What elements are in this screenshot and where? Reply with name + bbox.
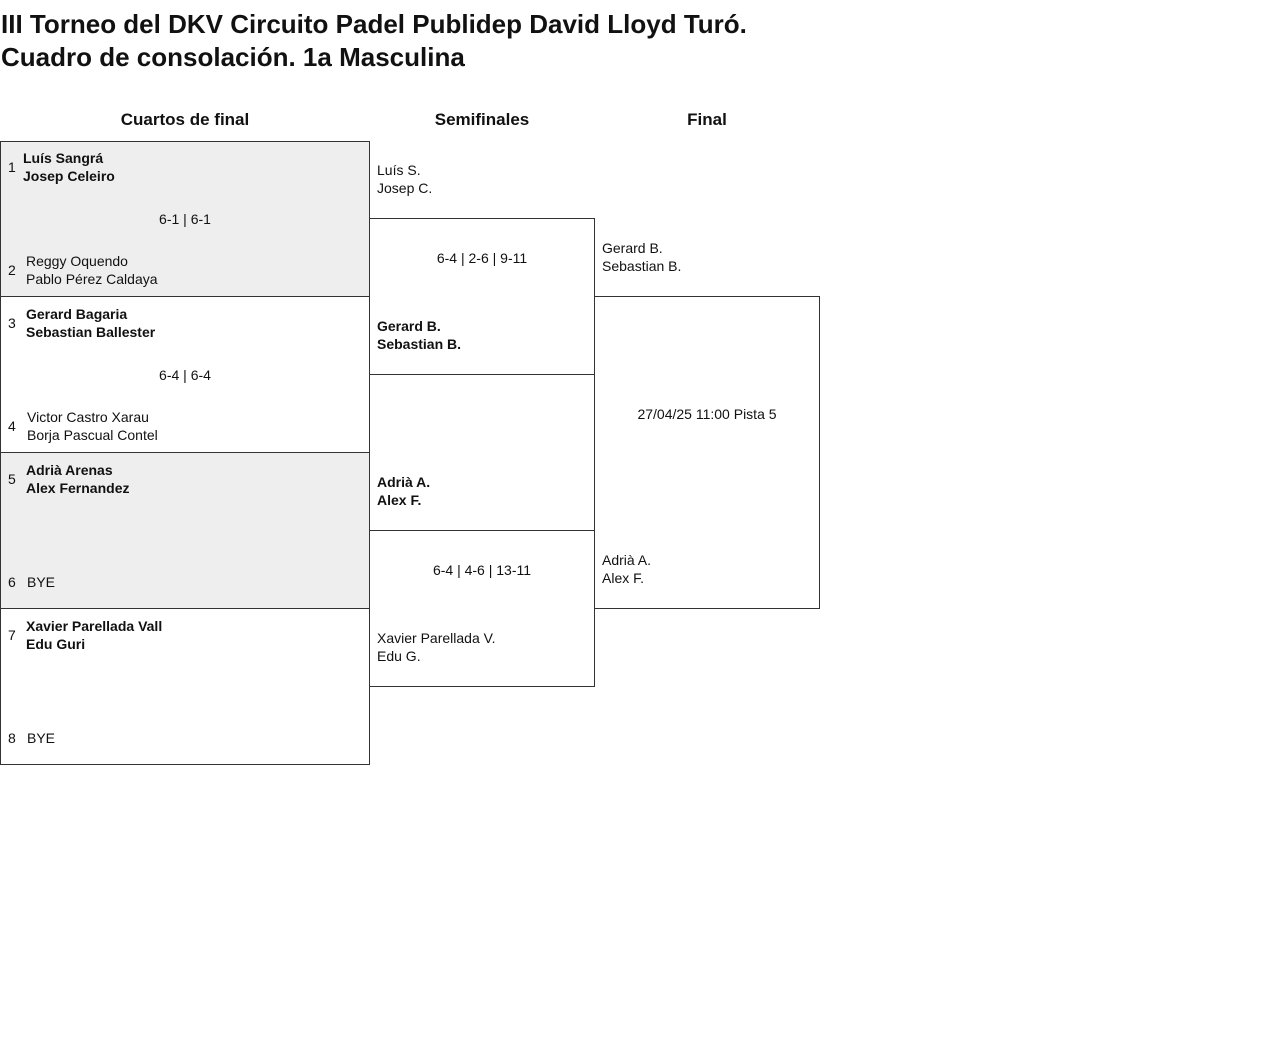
player-name: Sebastian B. <box>602 258 682 274</box>
final-match[interactable] <box>594 296 820 609</box>
seed: 5 <box>8 471 16 487</box>
player-name: Xavier Parellada Vall <box>26 618 163 634</box>
match-score: 6-4 | 4-6 | 13-11 <box>432 562 532 578</box>
player-name: Xavier Parellada V. <box>377 630 496 646</box>
player-name: Sebastian B. <box>377 336 462 352</box>
quarter-match-3[interactable] <box>0 452 370 609</box>
seed: 3 <box>8 315 16 331</box>
player-name: Edu G. <box>377 648 421 664</box>
title-line-1: III Torneo del DKV Circuito Padel Publid… <box>1 9 747 39</box>
player-name: Gerard B. <box>602 240 663 256</box>
match-schedule: 27/04/25 11:00 Pista 5 <box>637 406 777 422</box>
page-title: III Torneo del DKV Circuito Padel Publid… <box>1 8 747 74</box>
player-name: Adrià Arenas <box>26 462 113 478</box>
player-name: BYE <box>27 574 56 590</box>
player-name: Edu Guri <box>26 636 86 652</box>
header-final: Final <box>687 110 727 129</box>
player-name: Alex Fernandez <box>26 480 130 496</box>
seed: 7 <box>8 627 16 643</box>
player-name: Gerard Bagaria <box>26 306 128 322</box>
header-semis: Semifinales <box>434 110 530 129</box>
seed: 6 <box>8 574 16 590</box>
player-name: Luís S. <box>377 162 421 178</box>
match-score: 6-4 | 6-4 <box>159 367 211 383</box>
match-score: 6-4 | 2-6 | 9-11 <box>436 250 528 266</box>
player-name: Alex F. <box>377 492 422 508</box>
player-name: Josep Celeiro <box>23 168 115 184</box>
quarter-match-1[interactable] <box>0 141 370 297</box>
player-name: Victor Castro Xarau <box>27 409 149 425</box>
title-line-2: Cuadro de consolación. 1a Masculina <box>1 42 465 72</box>
player-name: Pablo Pérez Caldaya <box>26 271 158 287</box>
player-name: Reggy Oquendo <box>26 253 128 269</box>
seed: 4 <box>8 418 16 434</box>
player-name: BYE <box>27 730 56 746</box>
player-name: Borja Pascual Contel <box>27 427 158 443</box>
player-name: Sebastian Ballester <box>26 324 156 340</box>
header-quarters: Cuartos de final <box>120 110 250 129</box>
player-name: Josep C. <box>377 180 433 196</box>
seed: 2 <box>8 262 16 278</box>
player-name: Adrià A. <box>602 552 652 568</box>
player-name: Adrià A. <box>377 474 431 490</box>
seed: 1 <box>8 159 16 175</box>
seed: 8 <box>8 730 16 746</box>
player-name: Luís Sangrá <box>23 150 104 166</box>
player-name: Alex F. <box>602 570 645 586</box>
player-name: Gerard B. <box>377 318 441 334</box>
match-score: 6-1 | 6-1 <box>159 211 211 227</box>
